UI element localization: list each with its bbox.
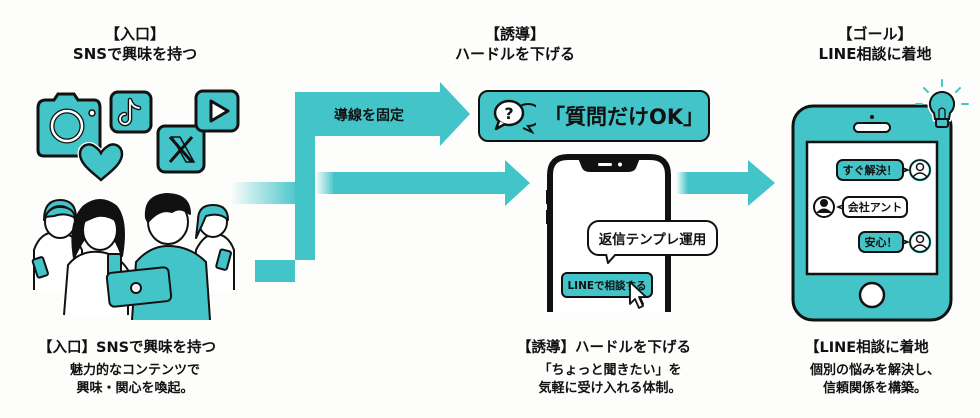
svg-text:?: ?: [504, 104, 513, 123]
goal-caption-title: 【LINE相談に着地: [805, 340, 929, 356]
chat-message-1: すぐ解決！: [836, 159, 904, 181]
question-ok-banner: ? 「質問だけOK」: [478, 90, 710, 142]
entry-caption-title: 【入口】SNSで興味を持つ: [38, 340, 217, 356]
chat-message-3-text: 安心！: [864, 236, 898, 249]
line-consult-button[interactable]: LINEで相談する: [561, 272, 653, 298]
entry-header-tag: 【入口】: [104, 25, 165, 43]
entry-header: 【入口】 SNSで興味を持つ: [60, 24, 210, 64]
question-chat-icon: ?: [493, 99, 536, 135]
question-ok-text: 「質問だけOK」: [544, 105, 705, 129]
guide-caption-title: 【誘導】ハードルを下げる: [517, 340, 691, 356]
goal-caption-line-2: 信頼関係を構築。: [822, 381, 927, 396]
entry-header-title: SNSで興味を持つ: [72, 45, 198, 63]
connector-label: 導線を固定: [334, 108, 404, 124]
guide-caption-desc: 「ちょっと聞きたい」を 気軽に受け入れる体制。: [520, 362, 700, 398]
goal-fade: [676, 172, 706, 194]
lower-arrow: [333, 160, 530, 206]
bend-foot: [255, 260, 295, 282]
chat-message-1-text: すぐ解決！: [842, 164, 898, 177]
entry-caption-desc: 魅力的なコンテンツで 興味・関心を喚起。: [50, 362, 220, 398]
reply-template-text: 返信テンプレ運用: [598, 232, 707, 248]
chat-message-2: 会社アント: [842, 196, 908, 218]
goal-caption-desc: 個別の悩みを解決し、 信頼関係を構築。: [790, 362, 960, 398]
goal-header-title: LINE相談に着地: [818, 45, 932, 63]
goal-header-tag: 【ゴール】: [837, 25, 913, 43]
reply-template-bubble: 返信テンプレ運用: [587, 220, 718, 256]
goal-header: 【ゴール】 LINE相談に着地: [800, 24, 950, 64]
guide-caption-line-2: 気軽に受け入れる体制。: [538, 381, 682, 396]
guide-header-tag: 【誘導】: [484, 25, 545, 43]
guide-header: 【誘導】 ハードルを下げる: [430, 24, 600, 64]
entry-caption-line-1: 魅力的なコンテンツで: [69, 363, 200, 378]
goal-caption-line-1: 個別の悩みを解決し、: [809, 363, 940, 378]
entry-caption-line-2: 興味・関心を喚起。: [76, 381, 194, 396]
goal-arrow: [700, 160, 775, 206]
entry-fade-bar: [230, 182, 300, 204]
bend-arrow: [255, 82, 470, 260]
lower-fade: [315, 172, 335, 194]
line-consult-button-label: LINEで相談する: [567, 279, 647, 292]
chat-message-2-text: 会社アント: [847, 201, 903, 214]
guide-caption-line-1: 「ちょっと聞きたい」を: [538, 363, 682, 378]
chat-message-3: 安心！: [858, 231, 904, 253]
guide-header-title: ハードルを下げる: [454, 45, 575, 63]
